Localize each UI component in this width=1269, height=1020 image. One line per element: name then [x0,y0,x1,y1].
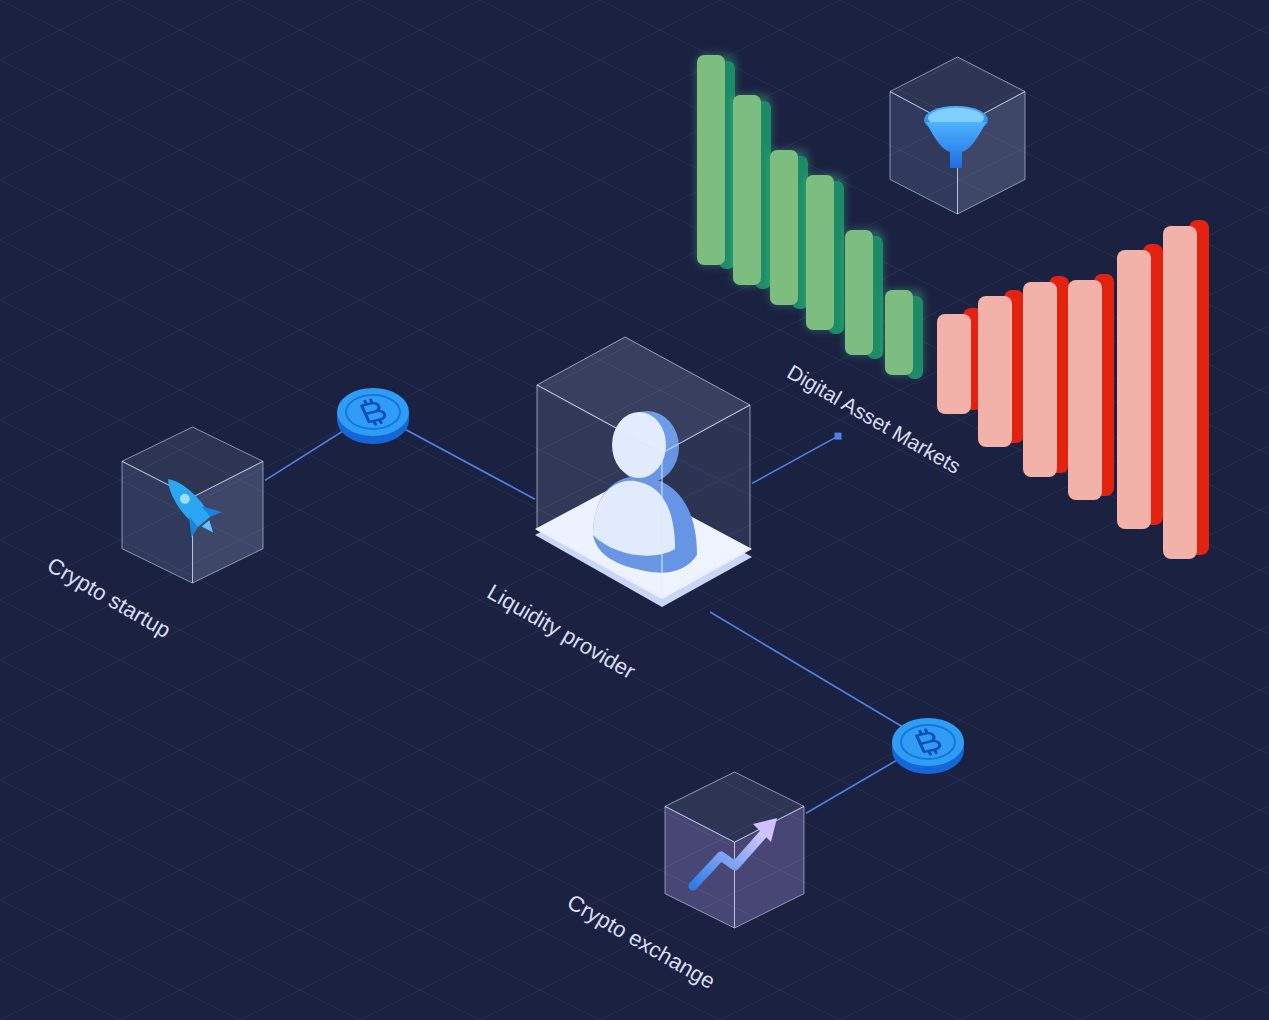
trend-arrow [693,832,765,886]
rocket-icon [153,466,229,545]
node-shape [663,770,806,930]
node-label: Crypto startup [43,553,175,643]
funnel-cube [890,57,1025,214]
cube-top-face [665,772,804,842]
bar-front [1068,280,1102,500]
connector-end-square [835,433,842,440]
bar-front [806,175,834,330]
bar-front [697,55,725,265]
bitcoin-symbol [915,728,943,755]
bar-front [1023,282,1057,477]
bar-front [1163,226,1197,559]
bitcoin-coin [892,718,964,774]
bar-front [1117,250,1151,529]
bitcoin-symbol [360,398,388,425]
bar-front [937,314,971,414]
node-label: Digital Asset Markets [783,360,964,478]
bar-front [978,296,1012,447]
trend-arrow-head [753,818,777,842]
bitcoin-coin [337,388,409,444]
node-cube: Liquidity provider [535,335,752,612]
connector-line [752,436,838,483]
node-cube: Crypto exchange [663,770,806,930]
cube-top-face [890,57,1025,128]
node-label: Liquidity provider [483,580,639,684]
bar-front [770,150,798,305]
node-shape [120,425,265,585]
node-shape [535,335,752,612]
bar-front [733,95,761,285]
market-region: Digital Asset Markets [838,230,1218,560]
candle-bars [697,55,1209,559]
bar-front [885,290,913,375]
node-cube: Crypto startup [120,425,265,585]
glass-top [537,337,750,453]
funnel-body [926,122,986,168]
node-shape [838,230,1218,560]
cube-top-face [122,427,263,497]
bar-front [845,230,873,355]
